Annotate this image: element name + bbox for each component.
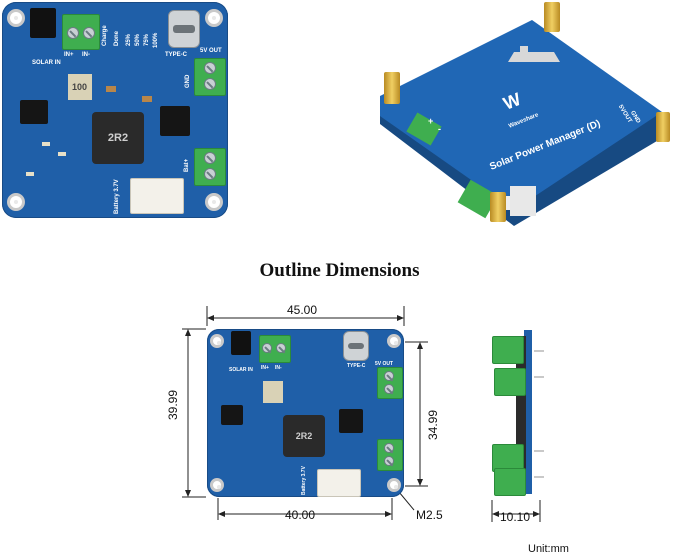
standoff — [544, 2, 560, 32]
component-profile — [516, 336, 526, 486]
side-terminal — [494, 468, 526, 496]
rear-minus: - — [438, 124, 441, 134]
dim-hole-span-horizontal: 40.00 — [285, 508, 316, 522]
mount-hole — [205, 9, 223, 27]
board-top-photo: IN+ IN- SOLAR IN Charge Done 25% 50% 75%… — [2, 2, 228, 218]
pin — [534, 450, 544, 452]
board-side-view — [490, 326, 550, 498]
resistor — [26, 172, 34, 176]
dc-jack — [30, 8, 56, 38]
ic-chip — [339, 409, 363, 433]
output-terminal — [194, 58, 226, 96]
diode — [263, 381, 283, 403]
capacitor — [142, 96, 152, 102]
standoff — [490, 192, 506, 222]
label-battery: Battery 3.7V — [301, 466, 307, 495]
usb-c-port — [168, 10, 200, 48]
label-5v-out: 5V OUT — [200, 48, 222, 54]
pin — [534, 476, 544, 478]
solar-input-terminal — [259, 335, 291, 363]
label-2r2: 2R2 — [295, 431, 313, 441]
dim-thickness: 10.10 — [500, 510, 531, 524]
label-100: 100 — [72, 82, 88, 92]
mount-hole — [210, 478, 224, 492]
capacitor — [106, 86, 116, 92]
resistor — [42, 142, 50, 146]
mount-hole — [387, 478, 401, 492]
output-terminal — [377, 367, 403, 399]
unit-label: Unit:mm — [528, 543, 569, 555]
pcb-edge — [524, 330, 532, 494]
label-type-c: TYPE-C — [347, 363, 366, 369]
label-5v-out: 5V OUT — [375, 361, 394, 367]
label-in-plus: IN+ — [64, 52, 74, 58]
dim-hole-span-vertical: 34.99 — [426, 409, 440, 440]
resistor — [58, 152, 66, 156]
label-in-minus: IN- — [275, 365, 282, 371]
board-rear-photo — [380, 20, 662, 226]
standoff — [656, 112, 670, 142]
dim-height: 39.99 — [166, 389, 180, 420]
pin — [534, 376, 544, 378]
mount-hole — [210, 334, 224, 348]
ic-chip — [221, 405, 243, 425]
battery-terminal — [377, 439, 403, 471]
inductor: 2R2 — [283, 415, 325, 457]
dim-mount-hole: M2.5 — [416, 508, 443, 522]
dc-jack — [231, 331, 251, 355]
label-in-minus: IN- — [82, 52, 90, 58]
label-2r2: 2R2 — [107, 132, 129, 144]
dim-width: 45.00 — [287, 303, 318, 317]
label-solar-in: SOLAR IN — [32, 60, 61, 66]
diode — [68, 74, 92, 100]
board-dimension-view: IN+ IN- SOLAR IN TYPE-C 5V OUT 2R2 Batte… — [207, 329, 404, 497]
ic-chip — [160, 106, 190, 136]
ic-chip — [20, 100, 48, 124]
label-solar-in: SOLAR IN — [229, 367, 253, 373]
inductor: 2R2 — [92, 112, 144, 164]
mount-hole — [387, 334, 401, 348]
label-in-plus: IN+ — [261, 365, 269, 371]
mount-hole — [7, 193, 25, 211]
rear-plus: + — [428, 116, 434, 126]
battery-connector — [130, 178, 184, 214]
label-type-c: TYPE-C — [165, 52, 188, 58]
mount-hole — [205, 193, 223, 211]
side-terminal — [492, 336, 524, 364]
side-terminal — [494, 368, 526, 396]
usb-c-port — [343, 331, 369, 361]
solar-input-terminal — [62, 14, 100, 50]
battery-connector — [317, 469, 361, 497]
standoff — [384, 72, 400, 104]
mount-hole — [7, 9, 25, 27]
outline-dimensions-title: Outline Dimensions — [259, 260, 420, 281]
battery-terminal — [194, 148, 226, 186]
pin — [534, 350, 544, 352]
